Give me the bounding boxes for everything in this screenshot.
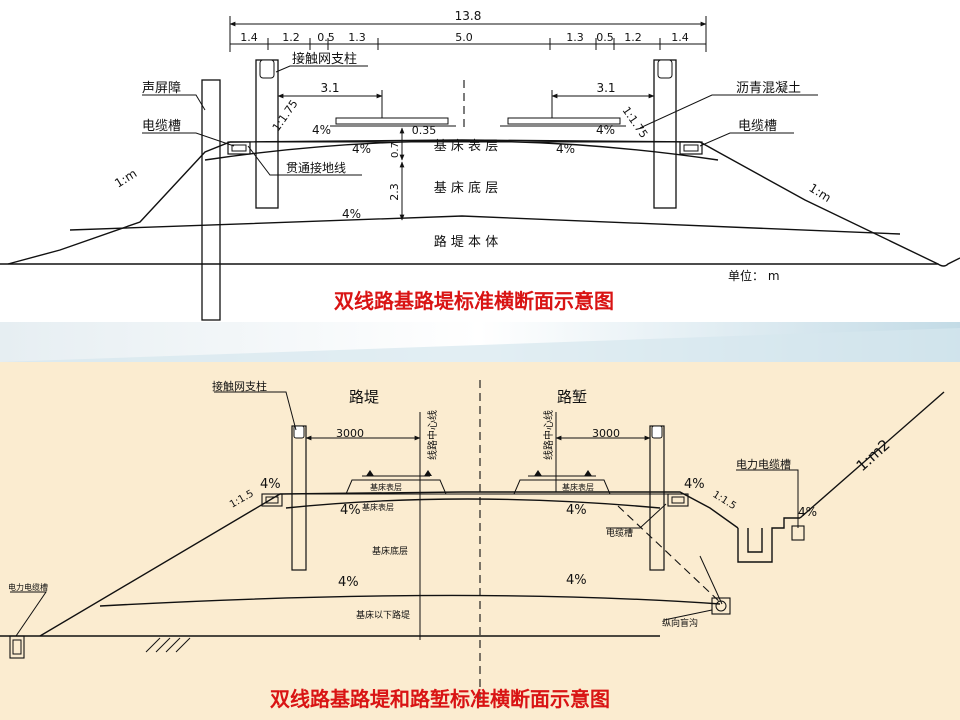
label-power-cable-trough: 电力电缆槽 [736, 458, 791, 471]
dim-3-1-left: 3.1 [320, 81, 339, 95]
label-surface-layer2: 基床表层 [362, 502, 394, 512]
label-bottom-layer: 基床底层 [372, 545, 408, 557]
label-cable-trough: 电缆槽 [606, 527, 633, 539]
dim-1-2-right: 1.2 [624, 31, 642, 44]
leader-power-trough [736, 469, 799, 528]
bottom-trough-left [261, 493, 283, 507]
label-surface-left: 基床表层 [370, 482, 402, 492]
leader-cable-trough [606, 503, 667, 529]
top-embankment-outline [7, 139, 939, 265]
bottom-bottom-boundary [99, 594, 721, 607]
leader-cable-left [142, 132, 235, 147]
label-pct-6-bottom: 4% [566, 573, 587, 588]
dim-total: 13.8 [455, 9, 482, 23]
label-power-cable-trough-left: 电力电缆槽 [8, 582, 48, 592]
label-pct-2: 4% [352, 142, 371, 156]
dim-3000-left: 3000 [336, 427, 364, 440]
label-bottom-layer: 基 床 底 层 [434, 180, 498, 196]
top-track-left [335, 117, 449, 125]
label-embankment-body: 路 堤 本 体 [434, 234, 498, 250]
leader-ground-wire [247, 145, 362, 176]
leader-catenary [275, 65, 368, 73]
label-surface-right: 基床表层 [562, 482, 594, 492]
label-drain: 纵向盲沟 [662, 617, 698, 629]
label-sound-barrier: 声屏障 [142, 81, 181, 96]
label-catenary-pole: 接触网支柱 [292, 51, 357, 67]
label-pct-2-bottom: 4% [340, 503, 361, 518]
label-pct-5: 4% [342, 207, 361, 221]
dim-3-1-right: 3.1 [596, 81, 615, 95]
label-pct-4-bottom: 4% [684, 477, 705, 492]
leader-asphalt [639, 94, 818, 129]
dim-3000-right: 3000 [592, 427, 620, 440]
label-unit: 单位： m [728, 268, 780, 283]
sound-barrier [201, 79, 221, 321]
label-pct-7-bottom: 4% [798, 505, 817, 519]
leader-sound-barrier [142, 94, 206, 111]
bottom-trough-far-left [9, 635, 25, 659]
cable-trough-right [679, 141, 703, 155]
top-panel-bg [0, 0, 960, 322]
label-embankment: 路堤 [349, 388, 379, 406]
dim-1-3-right: 1.3 [566, 31, 584, 44]
bottom-trough-right [667, 493, 689, 507]
bottom-ballast-right [513, 479, 611, 495]
label-cutting: 路堑 [557, 388, 587, 406]
label-pct-3-bottom: 4% [566, 503, 587, 518]
leader-bottom-catenary [214, 391, 297, 431]
dim-0-5-right: 0.5 [596, 31, 614, 44]
top-surface-boundary [204, 140, 719, 161]
dim-1-2-left: 1.2 [282, 31, 300, 44]
dim-1-3-left: 1.3 [348, 31, 366, 44]
label-pct-5-bottom: 4% [338, 575, 359, 590]
dim-0-7: 0.7 [390, 142, 401, 158]
label-bottom-catenary: 接触网支柱 [212, 379, 267, 393]
top-dimension-lines [229, 16, 707, 52]
label-asphalt: 沥青混凝土 [736, 80, 801, 96]
ground-hatching [145, 637, 191, 653]
bottom-cutting-surface [462, 491, 739, 529]
label-cable-trough-left: 电缆槽 [142, 118, 181, 134]
label-pct-3: 4% [556, 142, 575, 156]
dim-5-0: 5.0 [455, 31, 473, 44]
dim-2-3: 2.3 [388, 183, 401, 201]
label-pct-1-bottom: 4% [260, 477, 281, 492]
bottom-title: 双线路基路堤和路堑标准横断面示意图 [270, 687, 610, 711]
label-centerline-left: 线路中心线 [426, 410, 439, 460]
top-ground-line [0, 257, 960, 267]
power-trough-right [737, 517, 800, 563]
label-surface-layer: 基 床 表 层 [434, 139, 498, 154]
label-pct-1: 4% [312, 123, 331, 137]
bottom-cut-slope [799, 391, 945, 519]
dim-0-35: 0.35 [412, 124, 437, 137]
bottom-ballast-left [345, 479, 447, 495]
leader-cable-right [699, 132, 794, 147]
bottom-surface-boundary [285, 498, 661, 509]
drain-box [711, 597, 731, 615]
dim-1-4-left: 1.4 [240, 31, 258, 44]
top-bottom-boundary [69, 215, 901, 235]
label-cable-trough-right: 电缆槽 [738, 118, 777, 134]
label-centerline-right: 线路中心线 [542, 410, 555, 460]
leader-power-trough-left [10, 591, 47, 637]
label-pct-4: 4% [596, 123, 615, 137]
dim-1-4-right: 1.4 [671, 31, 689, 44]
label-ground-wire: 贯通接地线 [286, 160, 346, 175]
top-title: 双线路基路堤标准横断面示意图 [334, 289, 614, 313]
top-track-right [507, 117, 621, 125]
label-below-layer: 基床以下路堤 [356, 609, 410, 621]
dim-0-5-left: 0.5 [317, 31, 335, 44]
